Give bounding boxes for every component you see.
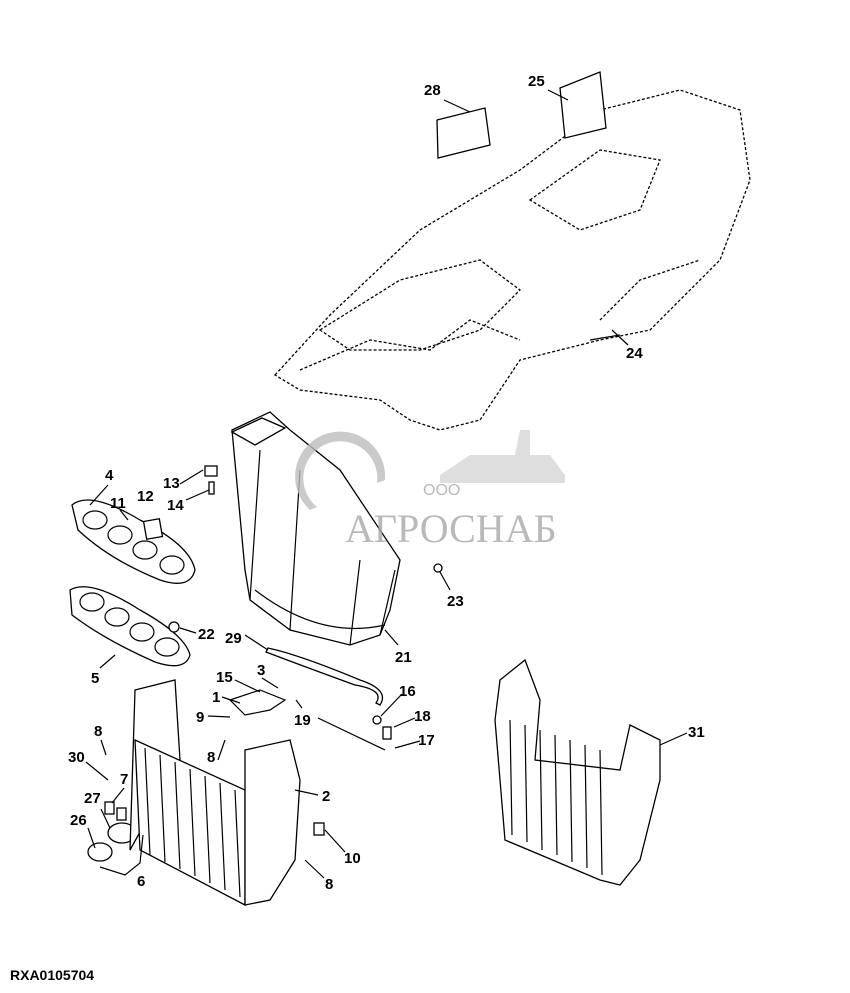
callout-11: 11 <box>110 495 126 512</box>
callout-5: 5 <box>91 670 99 687</box>
callout-22: 22 <box>198 626 215 643</box>
bracket-part-18 <box>382 726 392 740</box>
callout-29: 29 <box>225 630 242 647</box>
callout-6: 6 <box>137 873 145 890</box>
watermark-name: АГРОСНАБ <box>345 506 557 551</box>
latch-part-1 <box>228 689 287 716</box>
bushing-part-13 <box>204 465 218 477</box>
decal-part-25 <box>559 71 607 139</box>
callout-10: 10 <box>344 850 361 867</box>
rod-part-17 <box>317 717 386 751</box>
callout-8-c: 8 <box>325 876 333 893</box>
callout-3: 3 <box>257 662 265 679</box>
screw-part-23 <box>433 563 443 573</box>
callout-17: 17 <box>418 732 435 749</box>
callout-31: 31 <box>688 724 705 741</box>
callout-24: 24 <box>626 345 643 362</box>
pad-part-7a <box>104 801 115 815</box>
callout-19: 19 <box>294 712 311 729</box>
callout-14: 14 <box>167 497 184 514</box>
leader-lines <box>85 89 688 879</box>
callout-21: 21 <box>395 649 412 666</box>
emblem-part-26 <box>87 842 113 862</box>
callout-13: 13 <box>163 475 180 492</box>
hood-part-24 <box>273 89 751 431</box>
watermark-prefix: ООО <box>423 482 460 499</box>
callout-12: 12 <box>137 488 154 505</box>
callout-7: 7 <box>120 771 128 788</box>
nut-part-16 <box>372 715 382 725</box>
callout-8-a: 8 <box>94 723 102 740</box>
grille-assembly-part-31 <box>494 658 661 886</box>
front-grille-part-2 <box>129 679 301 907</box>
callout-26: 26 <box>70 812 87 829</box>
callout-4: 4 <box>105 467 114 484</box>
callout-8-b: 8 <box>207 749 215 766</box>
callout-23: 23 <box>447 593 464 610</box>
callout-28: 28 <box>424 82 441 99</box>
callout-2: 2 <box>322 788 330 805</box>
seal-part-29 <box>265 647 384 706</box>
decal-part-28 <box>436 107 491 159</box>
watermark-logo: ООО АГРОСНАБ <box>295 430 565 551</box>
callout-15: 15 <box>216 669 233 686</box>
grille-frame-part-21 <box>230 411 401 646</box>
callout-9: 9 <box>196 709 204 726</box>
clip-part-22 <box>168 621 180 633</box>
clip-part-10 <box>313 822 325 836</box>
callout-30: 30 <box>68 749 85 766</box>
callout-16: 16 <box>399 683 416 700</box>
grille-insert-part-5 <box>69 586 191 667</box>
screw-part-14 <box>208 481 215 495</box>
figure-code: RXA0105704 <box>10 967 94 983</box>
callout-labels: 28 25 24 4 11 12 13 14 23 22 5 29 21 3 1… <box>68 73 705 893</box>
callout-25: 25 <box>528 73 545 90</box>
decal-part-12 <box>142 517 164 541</box>
grille-insert-part-4 <box>71 499 196 584</box>
callout-1: 1 <box>212 689 220 706</box>
pad-part-7b <box>116 807 127 821</box>
callout-18: 18 <box>414 708 431 725</box>
callout-27: 27 <box>84 790 101 807</box>
